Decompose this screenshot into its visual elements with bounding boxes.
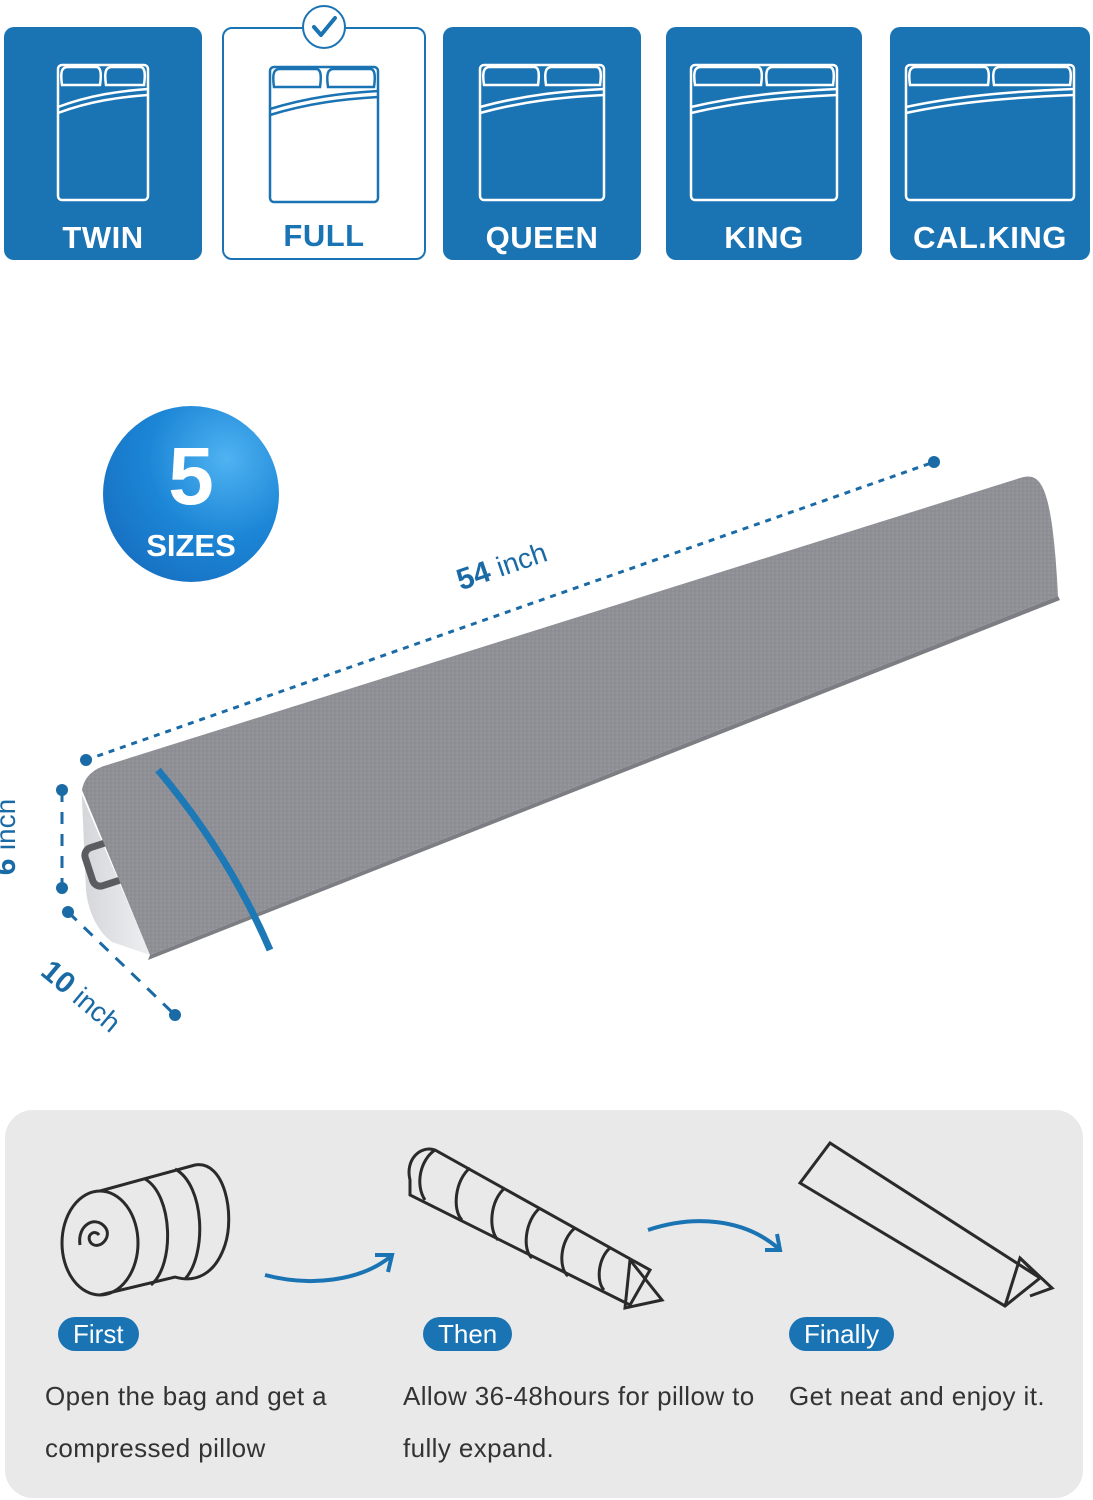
pillow-top-face xyxy=(82,476,1058,955)
size-label: KING xyxy=(724,220,804,255)
step-pill-then: Then xyxy=(423,1317,513,1351)
step-pill-finally: Finally xyxy=(789,1317,895,1351)
rolled-pillow-icon xyxy=(60,1163,231,1297)
wedge-pillow-illustration xyxy=(56,456,1060,1021)
height-unit: inch xyxy=(0,798,22,851)
step-description-then: Allow 36-48hours for pillow to fully exp… xyxy=(403,1381,755,1463)
pillow-end-face xyxy=(82,795,150,955)
badge-text: SIZES xyxy=(146,528,236,563)
size-label: FULL xyxy=(283,218,365,253)
size-label: QUEEN xyxy=(485,220,599,255)
step-description-finally: Get neat and enjoy it. xyxy=(789,1381,1045,1411)
height-dimension: 6 inch xyxy=(0,799,23,875)
size-option-full[interactable]: FULL xyxy=(222,5,426,260)
size-label: TWIN xyxy=(62,220,144,255)
bed-icon xyxy=(268,65,380,204)
step-pill-first: First xyxy=(58,1317,139,1351)
bed-icon xyxy=(904,63,1076,202)
unrolling-pillow-icon xyxy=(407,1147,665,1310)
arrow-icon xyxy=(647,1219,783,1252)
bed-icon xyxy=(56,63,150,202)
bed-icon xyxy=(478,63,606,202)
expanded-pillow-icon xyxy=(797,1140,1055,1308)
height-value: 6 xyxy=(0,859,22,876)
size-option-queen[interactable]: QUEEN xyxy=(443,27,641,260)
checkmark-icon xyxy=(302,5,346,49)
sizes-badge: 5 SIZES xyxy=(103,406,279,582)
badge-number: 5 xyxy=(168,431,214,522)
size-option-cal-king[interactable]: CAL.KING xyxy=(890,27,1090,260)
bed-icon xyxy=(689,63,839,202)
blue-stripe xyxy=(155,767,274,952)
step-description-first: Open the bag and get a compressed pillow xyxy=(45,1381,328,1463)
arrow-icon xyxy=(264,1253,395,1283)
size-option-king[interactable]: KING xyxy=(666,27,862,260)
size-label: CAL.KING xyxy=(913,220,1067,255)
unpacking-steps-panel: First Then Finally Open the bag and get … xyxy=(5,1110,1083,1498)
size-option-twin[interactable]: TWIN xyxy=(4,27,202,260)
